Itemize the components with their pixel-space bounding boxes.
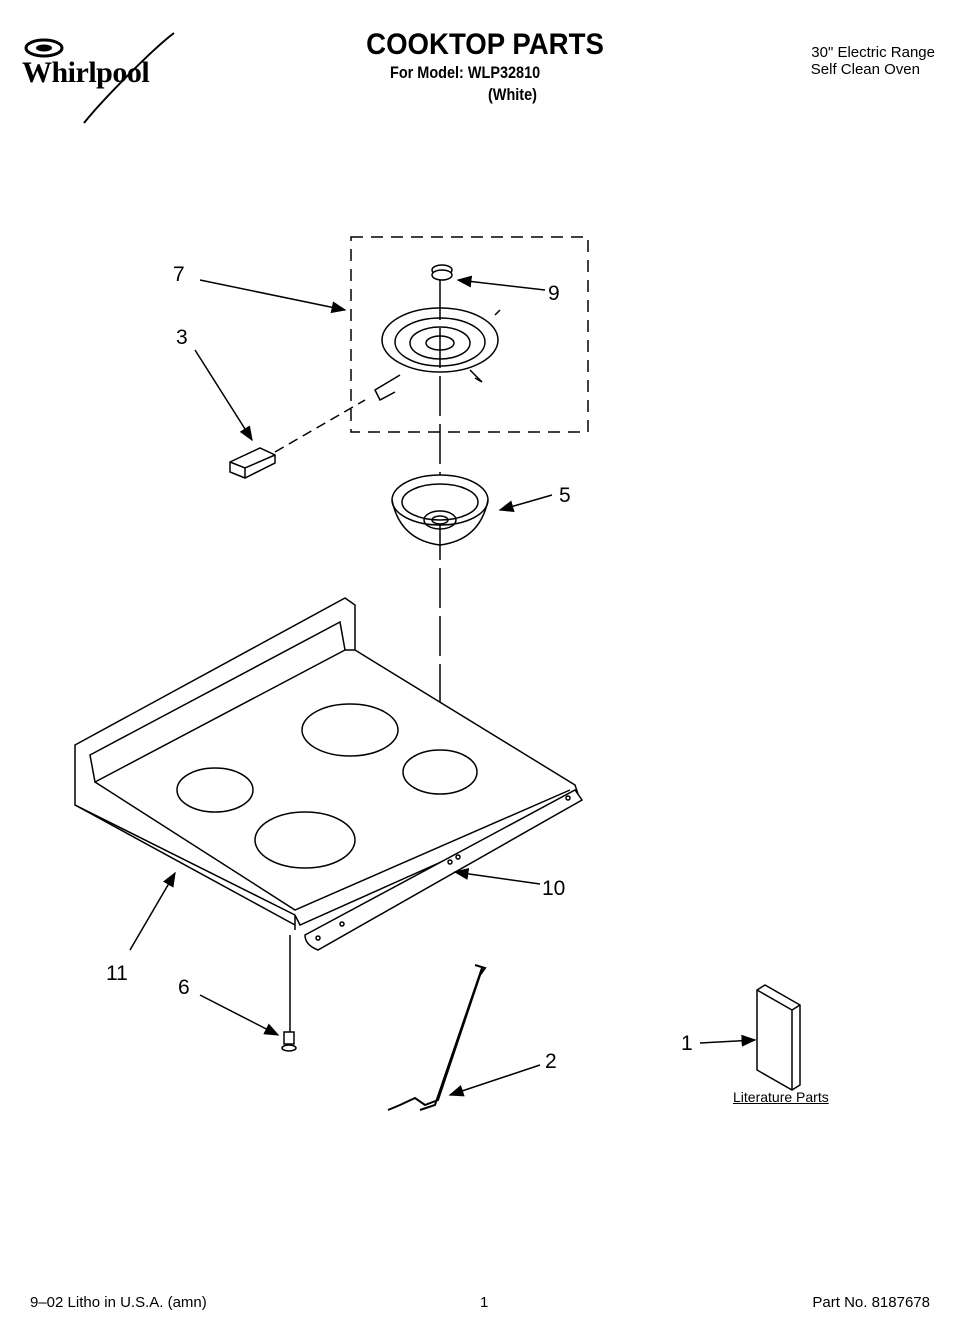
whirlpool-logo xyxy=(24,32,175,124)
callout-3: 3 xyxy=(176,326,188,349)
callout-2: 2 xyxy=(545,1050,557,1073)
footer-print-info: 9–02 Litho in U.S.A. (amn) xyxy=(30,1294,207,1311)
callout-10: 10 xyxy=(542,877,566,900)
front-rail-part-10 xyxy=(304,789,584,951)
callout-11: 11 xyxy=(106,962,128,985)
product-type: 30" Electric Range xyxy=(811,44,935,61)
element-cap-part-9 xyxy=(431,264,453,281)
callout-9: 9 xyxy=(548,282,560,305)
screw-part-6 xyxy=(281,935,297,1052)
element-group-box xyxy=(350,236,589,433)
surface-element-part-7 xyxy=(374,307,501,402)
support-rod-part-2 xyxy=(387,964,487,1111)
cooktop-part-11 xyxy=(74,597,581,930)
footer-part-number: Part No. 8187678 xyxy=(812,1294,930,1311)
model-color: (White) xyxy=(488,85,537,104)
footer-page-number: 1 xyxy=(480,1294,489,1311)
literature-parts-label: Literature Parts xyxy=(733,1089,829,1105)
brand-logo-text: Whirlpool xyxy=(22,56,150,89)
model-line: For Model: WLP32810 xyxy=(390,63,541,82)
callout-5: 5 xyxy=(559,484,571,507)
callout-1: 1 xyxy=(681,1032,693,1055)
callout-7: 7 xyxy=(173,263,185,286)
drip-bowl-part-5 xyxy=(391,474,489,546)
callout-6: 6 xyxy=(178,976,190,999)
product-subtype: Self Clean Oven xyxy=(810,61,920,78)
literature-part-1 xyxy=(756,984,801,1091)
callout-leaders xyxy=(129,275,757,1097)
page-title: COOKTOP PARTS xyxy=(366,28,604,61)
terminal-block-part-3 xyxy=(229,399,366,479)
